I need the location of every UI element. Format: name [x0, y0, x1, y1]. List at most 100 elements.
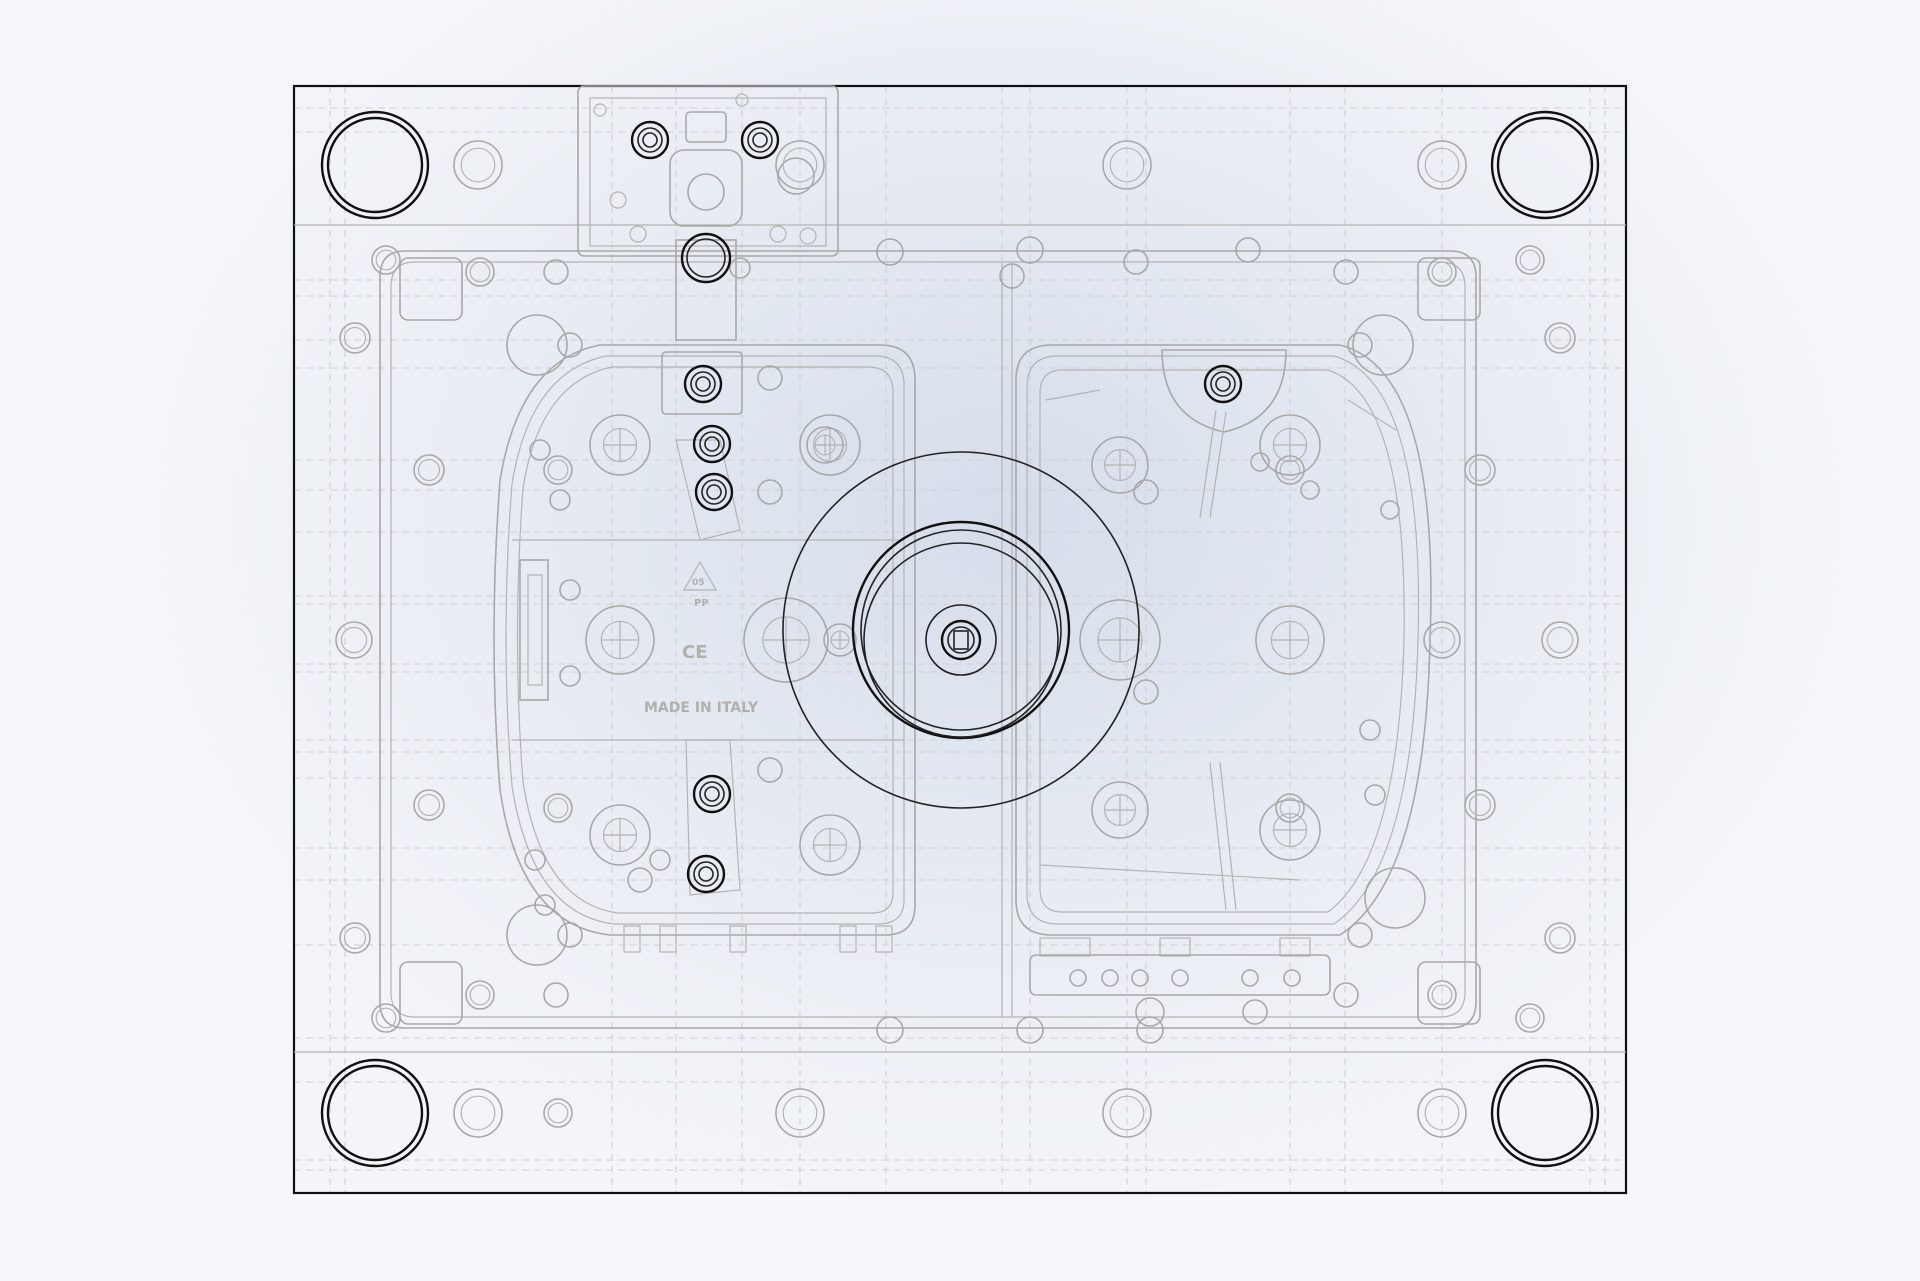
ejector-pin-circle	[1417, 140, 1467, 190]
ejector-pin-circle	[547, 459, 569, 481]
ejector-pin-circle	[1242, 999, 1268, 1025]
ejector-pin-circle	[543, 455, 573, 485]
ejector-pin-circle	[1548, 326, 1572, 350]
ejector-pin-circle	[757, 365, 783, 391]
ejector-pin-circle	[1541, 621, 1579, 659]
ejector-pin-circle	[343, 926, 367, 950]
ejector-pin-circle	[729, 257, 751, 279]
screw-hole	[637, 127, 663, 153]
ejector-pin-circle	[1464, 454, 1496, 486]
ejector-pin-circle	[460, 1095, 496, 1131]
ejector-pin-circle	[453, 1088, 503, 1138]
ejector-pin-circle	[1069, 969, 1087, 987]
ejector-pin-circle	[1136, 1016, 1164, 1044]
ejector-pin-circle	[1016, 236, 1044, 264]
ejector-pin-circle	[1515, 245, 1545, 275]
ejector-pin-circle	[876, 238, 904, 266]
ejector-pin-circle	[1431, 261, 1453, 283]
ejector-pin-circle	[543, 793, 573, 823]
screw-hole	[699, 431, 725, 457]
ejector-pin-circle	[1544, 922, 1576, 954]
screw-hole	[706, 484, 722, 500]
ejector-pin-circle	[627, 867, 653, 893]
ejector-pin-circle	[543, 1098, 573, 1128]
ejector-pin-circle	[339, 322, 371, 354]
gear-feature	[1259, 799, 1321, 861]
ejector-pin-circle	[1102, 1088, 1152, 1138]
ejector-pin-circle	[1468, 458, 1492, 482]
ejector-pin-circle	[999, 263, 1025, 289]
ejector-pin-circle	[1123, 249, 1149, 275]
gear-features	[585, 414, 1325, 876]
ejector-pin-circle	[549, 489, 571, 511]
screw-hole	[683, 364, 723, 404]
ejector-pin-circle	[1427, 257, 1457, 287]
ejector-pin-circle	[1424, 1095, 1460, 1131]
ejector-pin-circle	[543, 259, 569, 285]
ejector-pin-circle	[1380, 500, 1400, 520]
screw-hole	[704, 786, 720, 802]
recycle-code: 05	[692, 578, 705, 588]
gear-feature	[1259, 414, 1321, 476]
ejector-pin-circle	[375, 249, 397, 271]
screw-hole	[752, 132, 768, 148]
ejector-pin-circle	[1016, 1016, 1044, 1044]
gear-feature	[1079, 599, 1161, 681]
ejector-pin-circle	[417, 458, 441, 482]
ejector-pin-circle	[543, 982, 569, 1008]
screw-hole	[698, 866, 714, 882]
guide-bushings	[320, 110, 1600, 1168]
ejector-pin-circle	[547, 797, 569, 819]
screw-hole	[693, 861, 719, 887]
ejector-pin-circle	[529, 439, 551, 461]
ejector-pin-circle	[465, 980, 495, 1010]
gear-feature	[1255, 605, 1325, 675]
ejector-pin-circle	[1241, 969, 1259, 987]
ejector-pin-circle	[1468, 793, 1492, 817]
locating-ring	[782, 451, 1140, 809]
screw-hole	[642, 132, 658, 148]
sprue-hole	[686, 238, 726, 278]
ejector-pin-circle	[1424, 147, 1460, 183]
ejector-pin-circles	[335, 140, 1579, 1138]
ejector-pin-circle	[1101, 969, 1119, 987]
mold-boss	[1364, 867, 1426, 929]
ejector-pin-circle	[340, 626, 368, 654]
ejector-pin-circle	[339, 922, 371, 954]
ejector-pin-circle	[417, 793, 441, 817]
ejector-pin-circle	[1131, 969, 1149, 987]
ejector-pin-circle	[547, 1102, 569, 1124]
sprue-block	[577, 85, 839, 341]
material-mark: PP	[694, 598, 709, 609]
ejector-pin-circle	[757, 757, 783, 783]
screw-hole	[701, 479, 727, 505]
screw-hole	[704, 436, 720, 452]
ejector-pin-circle	[775, 140, 825, 190]
sprue-hole	[680, 232, 732, 284]
ejector-pin-circle	[343, 326, 367, 350]
ejector-pin-circle	[1135, 997, 1165, 1027]
ejector-pin-circle	[1546, 626, 1574, 654]
ejector-pin-circle	[1431, 984, 1453, 1006]
screw-hole	[740, 120, 780, 160]
screw-hole	[690, 371, 716, 397]
ejector-pin-circle	[1464, 789, 1496, 821]
ejector-pin-circle	[413, 454, 445, 486]
ejector-pin-circle	[1359, 719, 1381, 741]
ejector-pin-circle	[1515, 1003, 1545, 1033]
gear-feature	[1091, 781, 1149, 839]
ejector-pin-circle	[469, 984, 491, 1006]
ejector-pin-circle	[469, 261, 491, 283]
inner-frame	[294, 224, 1626, 1053]
ejector-pin-circle	[1428, 626, 1456, 654]
embossed-text: MADE IN ITALY	[644, 700, 759, 716]
screw-hole	[692, 774, 732, 814]
ejector-pin-circle	[1250, 452, 1270, 472]
ejector-pin-circle	[335, 621, 373, 659]
ejector-pin-circle	[1133, 479, 1159, 505]
gear-feature	[589, 414, 651, 476]
ejector-pin-circle	[1364, 784, 1386, 806]
ejector-pin-circle	[649, 849, 671, 871]
ejector-pin-circle	[1171, 969, 1189, 987]
